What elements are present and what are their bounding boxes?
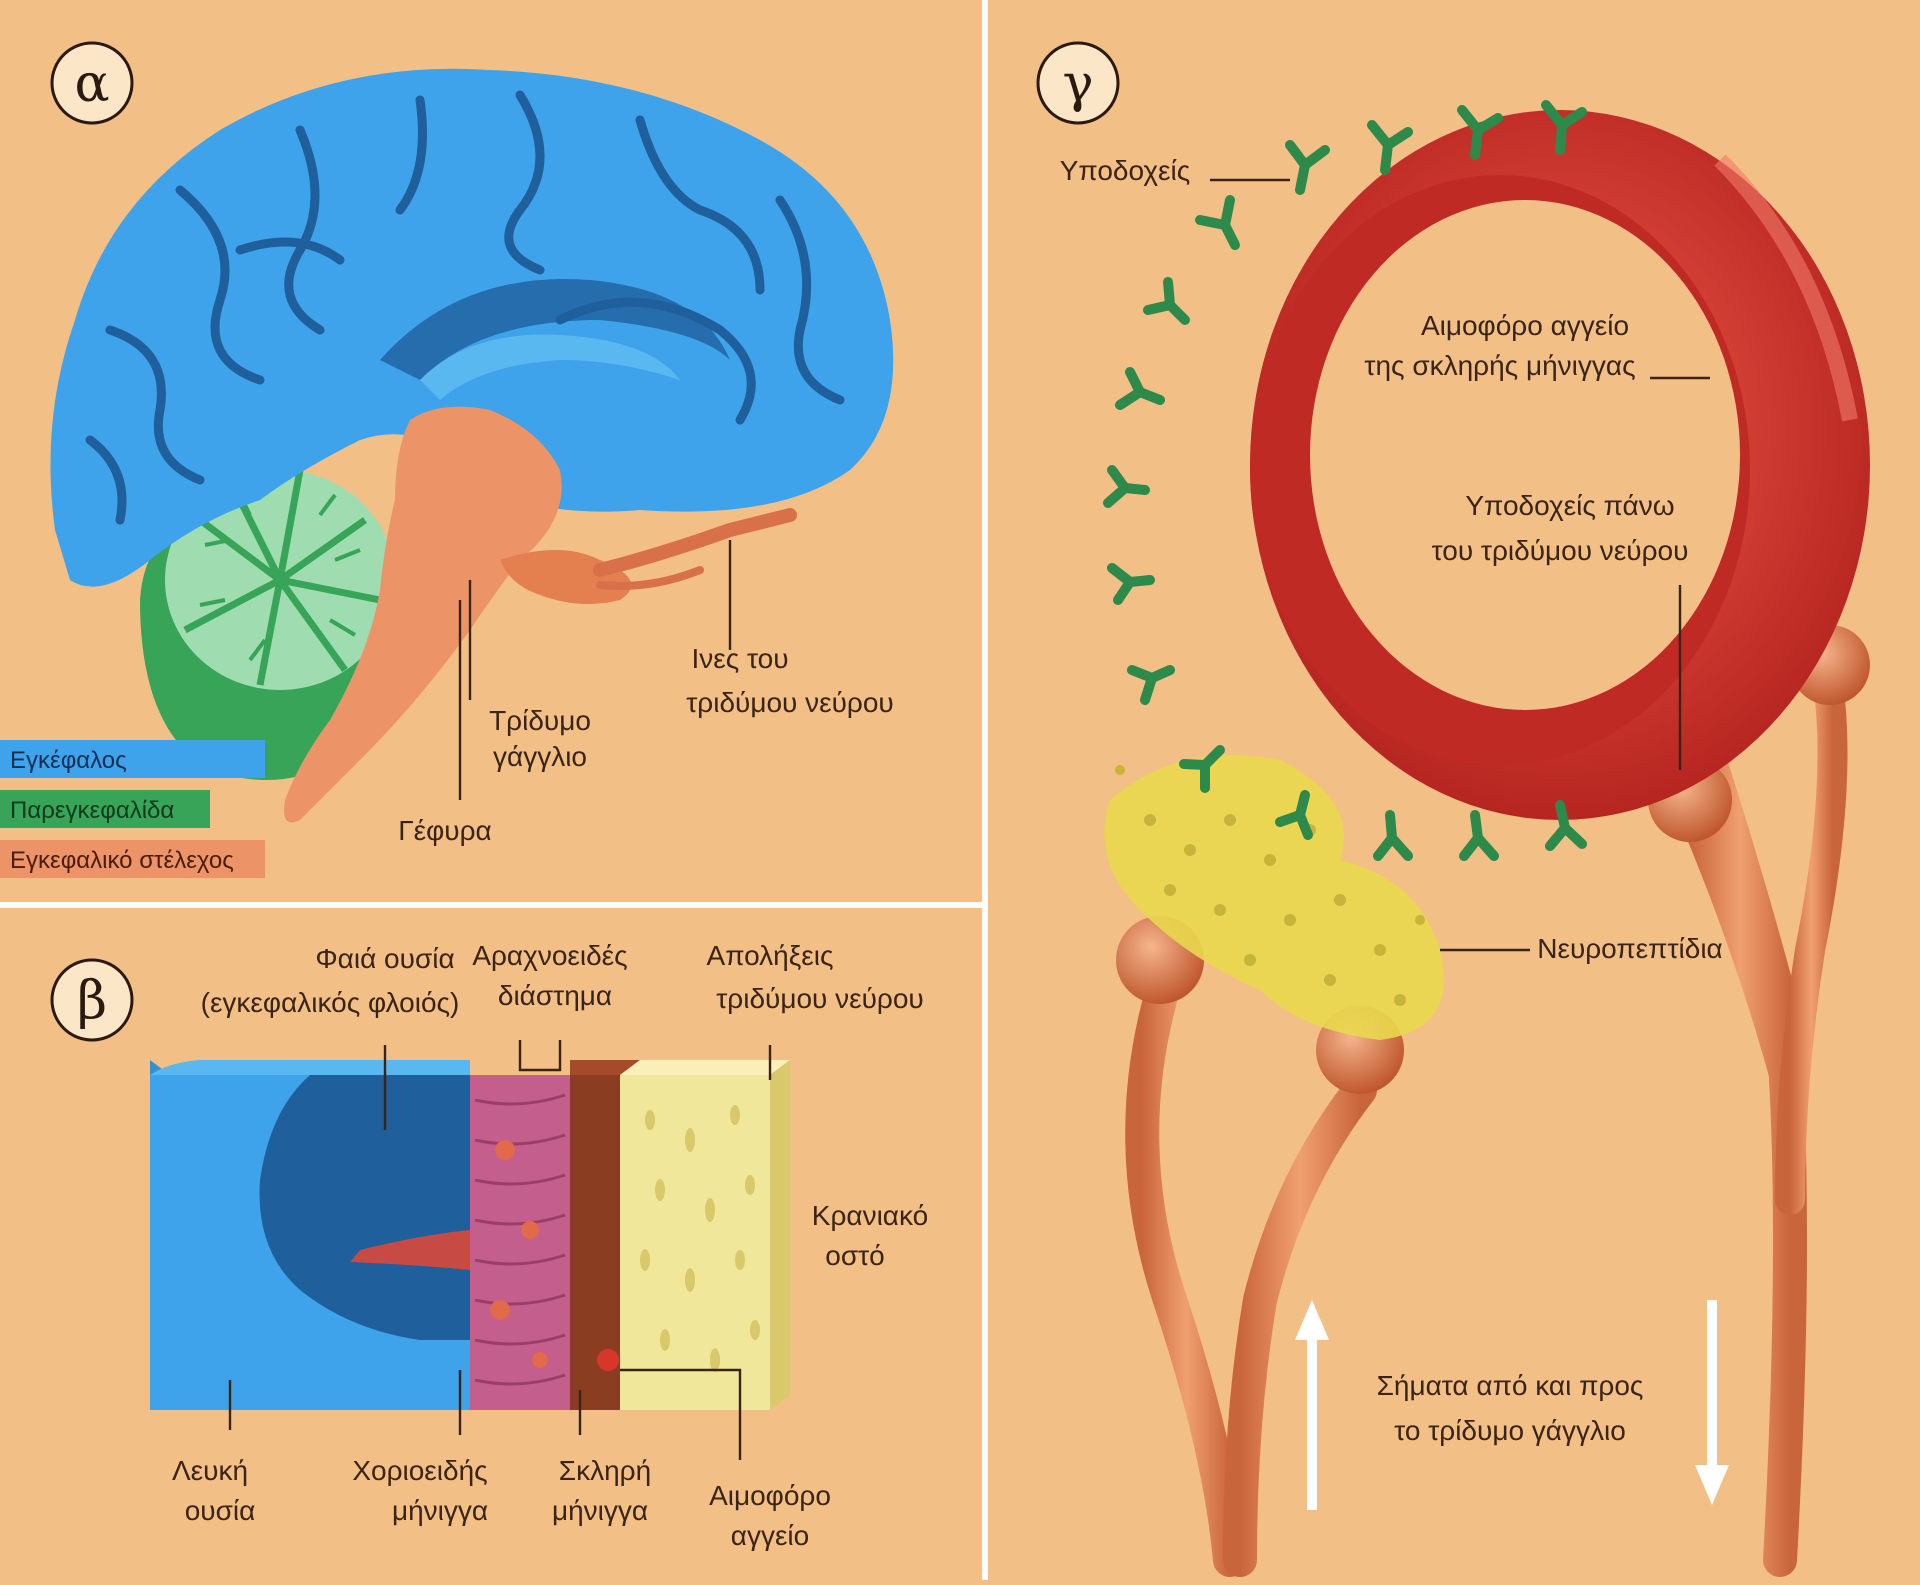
legend-swatch-cerebellum [0, 790, 210, 828]
receptor-2 [1367, 120, 1413, 175]
corpus-callosum [380, 279, 730, 380]
label-gray-matter-2: (εγκεφαλικός φλοιός) [201, 987, 460, 1018]
label-white-matter-2: ουσία [185, 1495, 256, 1526]
label-nerve-fibers-2: τριδύμου νεύρου [686, 687, 894, 718]
signal-arrow-up [1295, 1300, 1329, 1510]
brainstem [284, 406, 562, 823]
panel-a-badge: α [50, 41, 134, 125]
panel-b: β [50, 940, 928, 1551]
panel-b-badge: β [50, 958, 134, 1042]
legend-cerebellum: Παρεγκεφαλίδα [10, 797, 174, 824]
panel-a: α [0, 41, 894, 878]
label-pia-1: Χοριοειδής [352, 1455, 487, 1486]
receptor-9 [1107, 563, 1155, 605]
label-nerve-branches-2: τριδύμου νεύρου [716, 983, 924, 1014]
arachnoid-strands [474, 1093, 566, 1386]
cerebellum-arbor [165, 469, 395, 690]
label-arachnoid-space-2: διάστημα [498, 980, 612, 1011]
receptor-5 [1195, 195, 1240, 250]
label-nerve-fibers-1: Ινες του [691, 643, 788, 674]
receptors [1103, 100, 1587, 861]
panel-g-badge-text: γ [1062, 54, 1093, 114]
leader-arachnoid-space [518, 1040, 562, 1072]
label-nerve-receptors-1: Υποδοχείς πάνω [1465, 490, 1674, 521]
receptor-6 [1143, 277, 1190, 325]
receptor-4 [1541, 100, 1587, 155]
receptor-12 [1275, 790, 1313, 840]
skull-bone [620, 1075, 770, 1410]
label-signals-1: Σήματα από και προς [1377, 1370, 1644, 1401]
arachnoid-vessels [490, 1140, 548, 1368]
receptor-1 [1285, 140, 1330, 195]
label-arachnoid-space-1: Αραχνοειδές [472, 940, 627, 971]
signal-arrow-down [1695, 1300, 1729, 1505]
label-receptors: Υποδοχείς [1060, 155, 1190, 186]
receptor-10 [1127, 665, 1175, 705]
label-dura-1: Σκληρή [559, 1455, 651, 1486]
legend-cerebrum: Εγκέφαλος [10, 747, 127, 774]
label-vessel-2: αγγείο [731, 1520, 809, 1551]
legend-swatch-brainstem [0, 840, 265, 878]
panel-b-badge-text: β [77, 971, 107, 1031]
receptor-7 [1115, 367, 1165, 410]
label-nerve-branches-1: Απολήξεις [707, 940, 834, 971]
nerve-fibers-a [593, 508, 797, 577]
legend-swatch-cerebrum [0, 740, 265, 778]
panel-g: γ [1036, 41, 1870, 1577]
leader-vessel [620, 1368, 742, 1460]
label-nerve-receptors-2: του τριδύμου νεύρου [1432, 535, 1689, 566]
label-skull-1: Κρανιακό [812, 1200, 928, 1231]
label-dura-2: μήνιγγα [552, 1495, 648, 1526]
label-signals-2: το τρίδυμο γάγγλιο [1394, 1415, 1626, 1446]
ventricle [420, 334, 680, 400]
label-white-matter-1: Λευκή [172, 1455, 248, 1486]
label-pia-2: μήνιγγα [392, 1495, 488, 1526]
label-pons: Γέφυρα [398, 815, 492, 846]
label-vessel-of-dura-2: της σκληρής μήνιγγας [1364, 350, 1635, 381]
skull-pores [640, 1105, 760, 1372]
brain-tissue-block [150, 1060, 470, 1410]
dura-layer [570, 1075, 620, 1410]
receptor-15 [1545, 800, 1587, 851]
panel-a-badge-text: α [74, 54, 109, 114]
receptor-8 [1103, 465, 1150, 508]
gray-matter [259, 1075, 470, 1340]
label-vessel-1: Αιμοφόρο [709, 1480, 831, 1511]
label-ganglion-1: Τρίδυμο [489, 705, 591, 736]
receptor-14 [1459, 810, 1499, 861]
label-skull-2: οστό [825, 1240, 885, 1271]
label-neuropeptides: Νευροπεπτίδια [1537, 933, 1723, 964]
receptor-13 [1373, 810, 1413, 861]
receptor-11 [1179, 745, 1225, 793]
legend: Εγκέφαλος Παρεγκεφαλίδα Εγκεφαλικό στέλε… [0, 740, 265, 878]
legend-brainstem: Εγκεφαλικό στέλεχος [10, 847, 234, 874]
label-gray-matter-1: Φαιά ουσία [315, 943, 454, 974]
label-ganglion-2: γάγγλιο [493, 741, 587, 772]
arachnoid-layer [470, 1075, 570, 1410]
neuropeptides [1104, 755, 1444, 1040]
dura-vessel [597, 1349, 619, 1371]
dura-vessel-ring [1250, 110, 1870, 820]
label-vessel-of-dura-1: Αιμοφόρο αγγείο [1421, 310, 1629, 341]
panel-g-badge: γ [1036, 41, 1120, 125]
penetrating-vessel [350, 1230, 470, 1270]
receptor-3 [1457, 105, 1503, 160]
